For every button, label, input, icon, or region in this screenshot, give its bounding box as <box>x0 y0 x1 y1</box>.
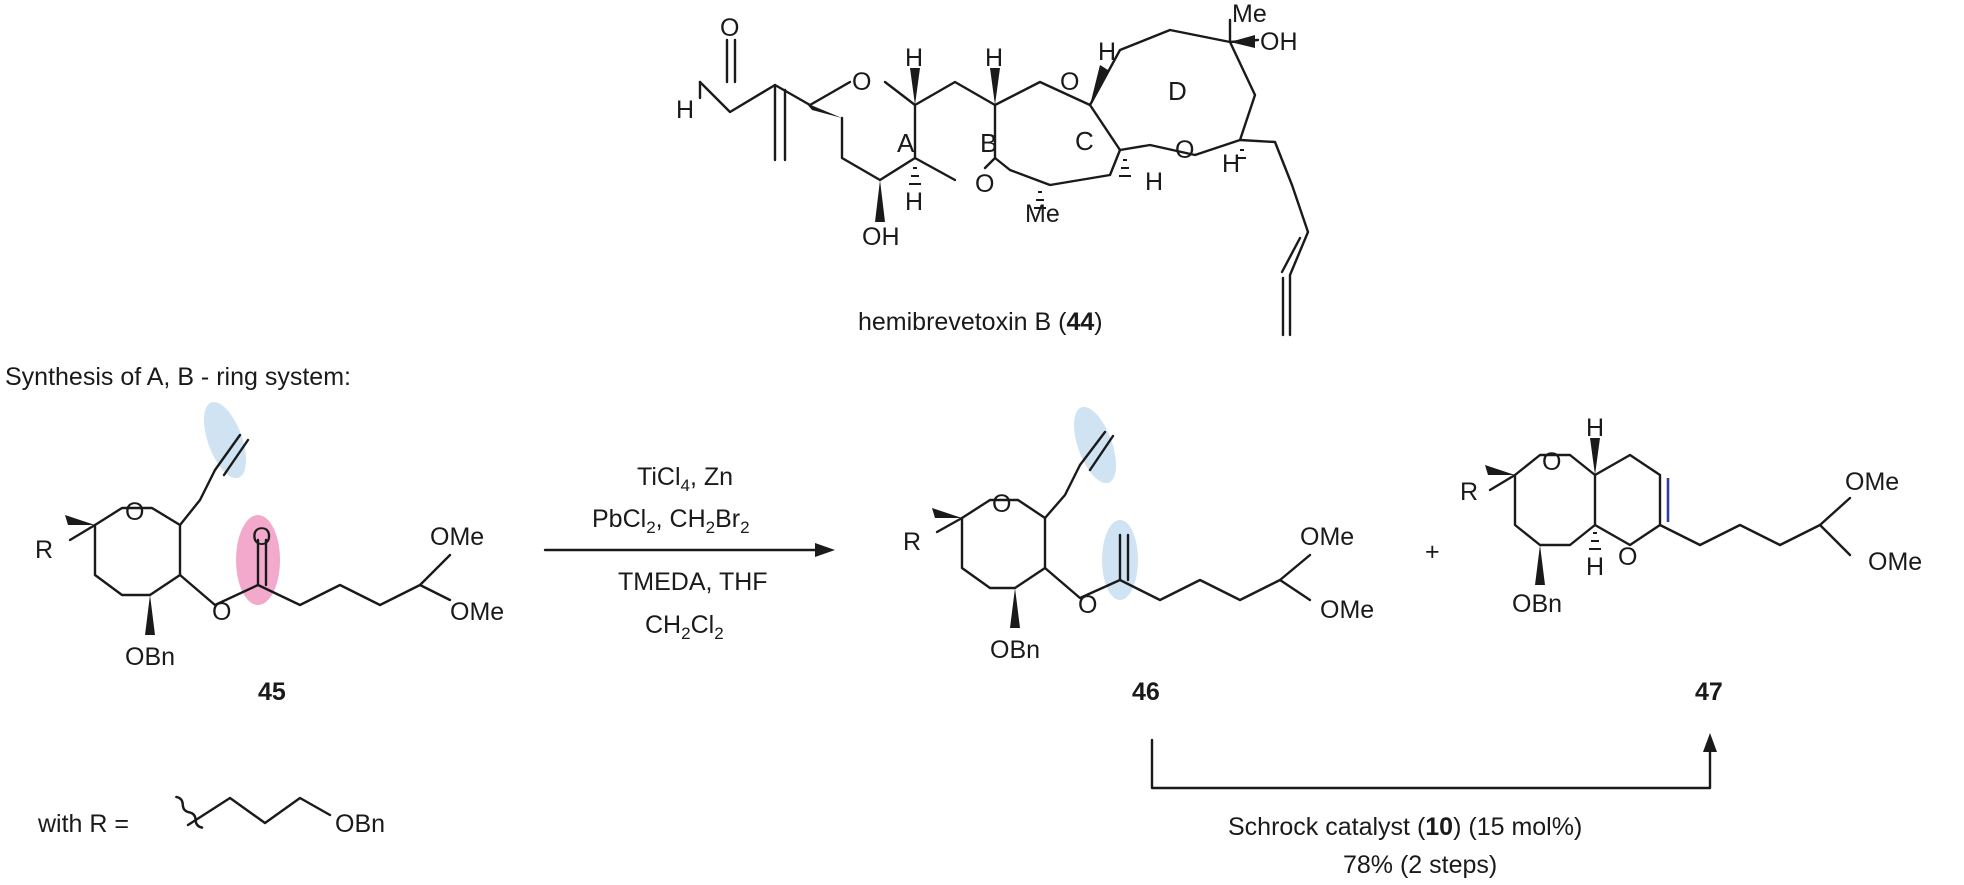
reaction-arrow-1-head <box>815 543 835 557</box>
yield-label: 78% (2 steps) <box>1343 851 1497 879</box>
hydrogen-label-47-bottom: H <box>1586 553 1604 581</box>
r-group-structure <box>175 795 332 829</box>
aldehyde-hydrogen-label: H <box>676 96 694 124</box>
compound-44-name: hemibrevetoxin B (44) <box>858 308 1103 336</box>
benzyloxy-label-45: OBn <box>125 643 175 671</box>
ring-b-oxygen-label: O <box>975 170 994 198</box>
benzyloxy-label-47: OBn <box>1512 590 1562 618</box>
compound-45-structure: R O O O OMe OMe OBn <box>35 401 504 671</box>
ring-c-oxygen-label: O <box>1060 68 1079 96</box>
methyl-label-top: Me <box>1232 0 1267 28</box>
methoxy-label-45-bottom: OMe <box>450 598 504 626</box>
ring-cd-lower-hydrogen-label: H <box>1145 168 1163 196</box>
compound-46-structure: R O O OMe OMe OBn <box>903 406 1374 664</box>
methoxy-label-47-top: OMe <box>1845 468 1899 496</box>
benzyloxy-label-46: OBn <box>990 636 1040 664</box>
methoxy-label-47-bottom: OMe <box>1868 548 1922 576</box>
enol-oxygen-label-46: O <box>1078 591 1097 619</box>
ring-d-oxygen-label: O <box>1175 136 1194 164</box>
ring-ab-lower-hydrogen-label: H <box>905 188 923 216</box>
hydroxyl-label-bottom: OH <box>862 223 900 251</box>
ring-oxygen-label-45: O <box>125 498 144 526</box>
r-group-obn-label: OBn <box>335 810 385 838</box>
ring-ab-hydrogen-label: H <box>905 44 923 72</box>
reaction-arrow-2-head <box>1703 733 1717 752</box>
ring-a-oxygen-label: O <box>852 68 871 96</box>
ring-label-a: A <box>897 128 915 158</box>
hydroxyl-label-top: OH <box>1260 28 1298 56</box>
r-group-label-45: R <box>35 536 53 564</box>
ring-bc-hydrogen-label: H <box>985 44 1003 72</box>
methoxy-label-46-top: OMe <box>1300 523 1354 551</box>
methoxy-label-46-bottom: OMe <box>1320 596 1374 624</box>
methoxy-label-45-top: OMe <box>430 523 484 551</box>
reagent-line-2: PbCl2, CH2Br2 <box>592 505 750 537</box>
ring-oxygen-label-46: O <box>992 490 1011 518</box>
alkene-highlight <box>203 401 247 479</box>
reagent-line-3: TMEDA, THF <box>618 568 768 596</box>
ring-label-b: B <box>980 128 997 158</box>
ring-label-c: C <box>1075 126 1094 156</box>
catalyst-label: Schrock catalyst (10) (15 mol%) <box>1228 813 1582 841</box>
section-title: Synthesis of A, B - ring system: <box>5 363 351 391</box>
reagent-line-1: TiCl4, Zn <box>637 463 733 495</box>
reaction-arrow-2 <box>1150 738 1712 790</box>
compound-46-number: 46 <box>1132 678 1160 706</box>
r-definition-label: with R = <box>37 810 129 838</box>
ring-oxygen-label-47-b: O <box>1618 543 1637 571</box>
ring-oxygen-label-47: O <box>1542 448 1561 476</box>
carbonyl-oxygen-label-45: O <box>252 523 271 551</box>
ring-d-hydrogen-label: H <box>1222 150 1240 178</box>
methyl-label-bottom: Me <box>1025 200 1060 228</box>
hydrogen-label-47-top: H <box>1586 414 1604 442</box>
r-group-label-46: R <box>903 528 921 556</box>
compound-47-structure: R O H O H OMe OMe OBn <box>1460 414 1922 618</box>
reagent-line-4: CH2Cl2 <box>645 611 724 643</box>
ring-cd-hydrogen-label: H <box>1098 38 1116 66</box>
compound-45-number: 45 <box>258 678 286 706</box>
compound-47-number: 47 <box>1695 678 1723 706</box>
ester-oxygen-label-45: O <box>212 598 231 626</box>
plus-sign: + <box>1425 538 1440 566</box>
r-group-label-47: R <box>1460 478 1478 506</box>
compound-44-structure: O H O H H O H Me OH O H H O Me H OH A B … <box>676 0 1310 337</box>
aldehyde-oxygen-label: O <box>720 14 739 42</box>
ring-label-d: D <box>1168 76 1187 106</box>
